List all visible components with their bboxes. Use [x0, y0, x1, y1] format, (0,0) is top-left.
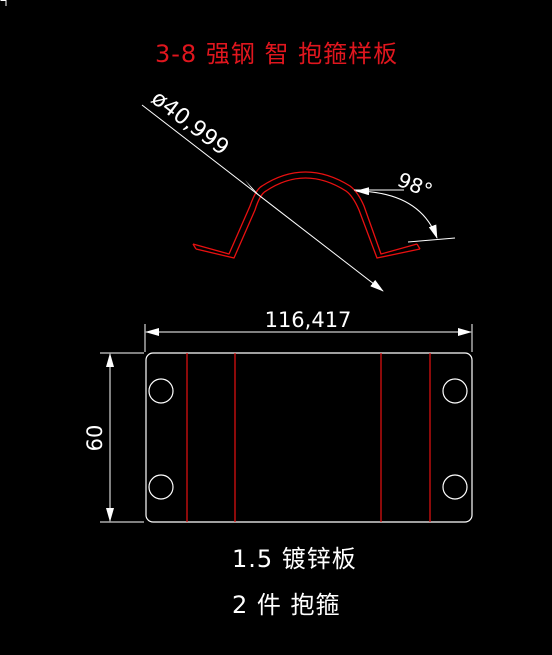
- height-label: 60: [83, 425, 107, 452]
- quantity-note: 2 件 抱箍: [232, 591, 341, 619]
- angle-label: 98°: [394, 167, 436, 203]
- diameter-leader-line: [141, 104, 384, 292]
- bolt-hole: [442, 474, 468, 500]
- bolt-hole: [442, 378, 468, 404]
- clamp-profile-outer: [192, 171, 418, 255]
- width-label: 116,417: [265, 308, 352, 332]
- angle-ext-line-2: [407, 237, 456, 243]
- diameter-leader-arrow-start: [245, 180, 259, 195]
- drawing-title: 3-8 强钢 智 抱箍样板: [155, 40, 398, 68]
- bolt-hole: [148, 474, 174, 500]
- clamp-profile: [192, 171, 421, 259]
- blank-plate-outline: [145, 352, 473, 523]
- clamp-end-left: [192, 243, 197, 250]
- clamp-end-right: [416, 243, 421, 250]
- bolt-holes: [148, 378, 468, 500]
- angle-arc: [355, 187, 438, 239]
- diameter-label: ø40,999: [146, 86, 233, 161]
- ucs-corner-icon: [0, 0, 7, 6]
- material-note: 1.5 镀锌板: [232, 545, 357, 573]
- bend-lines: [186, 353, 431, 522]
- clamp-profile-inner: [195, 177, 421, 259]
- bolt-hole: [148, 378, 174, 404]
